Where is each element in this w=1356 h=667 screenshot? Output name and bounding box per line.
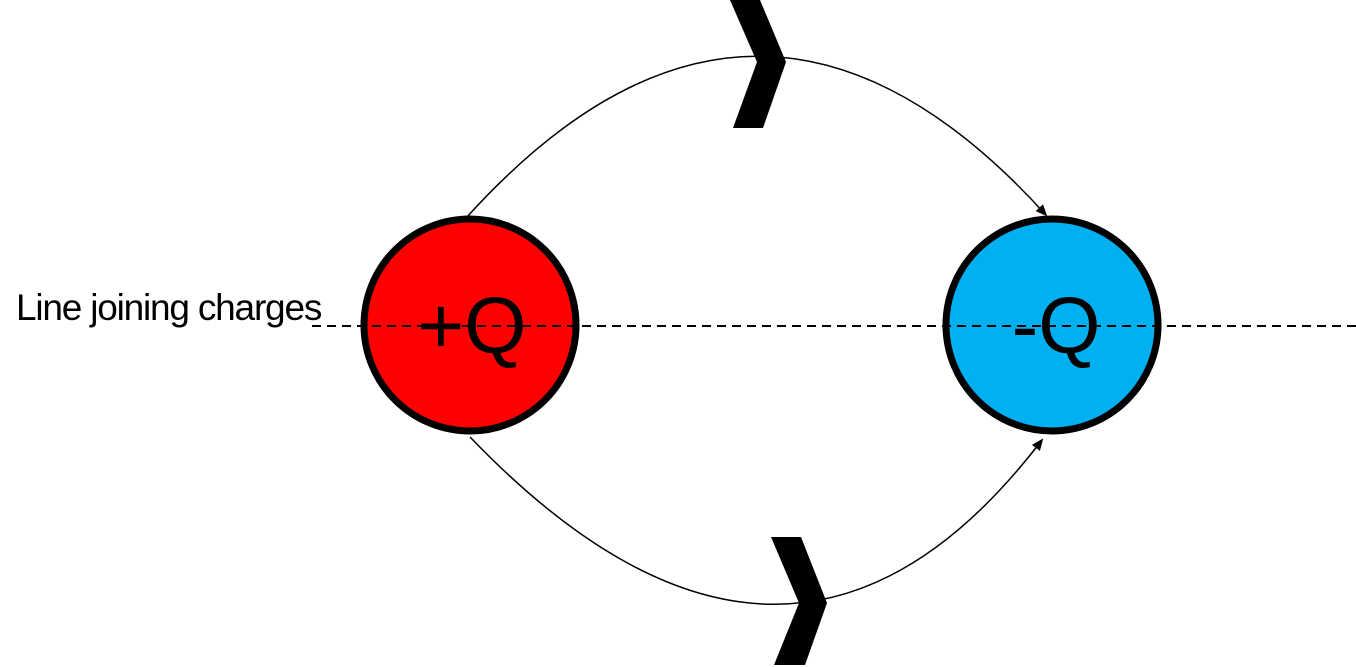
upper-direction-chevron-icon [730,0,786,128]
line-joining-charges-label: Line joining charges [16,287,322,328]
positive-charge-label: +Q [418,281,527,370]
lower-field-line [469,436,1044,605]
lower-direction-chevron-icon [771,537,827,665]
negative-charge-label: -Q [1012,281,1101,370]
